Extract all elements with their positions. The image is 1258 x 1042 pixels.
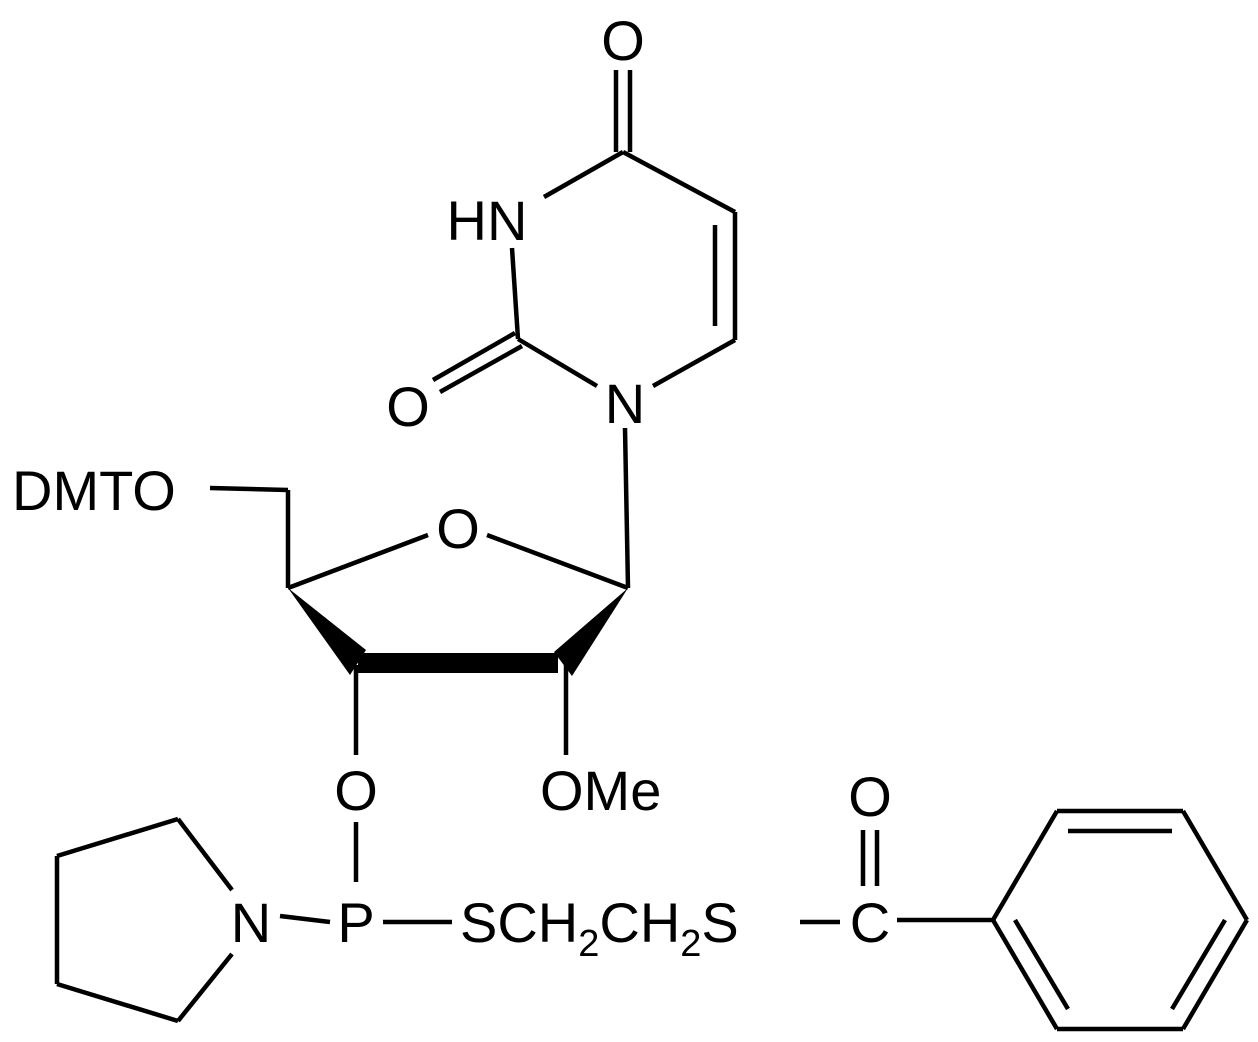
bond-c2-o-a xyxy=(431,331,517,382)
atom-ch2a: CH xyxy=(497,891,578,954)
sugar-bonds xyxy=(209,427,631,755)
bond-pyr-5 xyxy=(176,952,234,1023)
bond-ph-4 xyxy=(1181,918,1249,1031)
atom-o-top: O xyxy=(601,9,645,72)
bond-pyr-2 xyxy=(56,816,179,859)
phenyl-bonds xyxy=(991,808,1249,1032)
atom-c-thioester: C xyxy=(850,891,890,954)
bond-o4-c4prime xyxy=(287,532,429,591)
wedge-c1prime-c2prime xyxy=(554,588,628,676)
atom-ome: OMe xyxy=(540,759,661,822)
bond-c1prime-o4 xyxy=(486,532,629,591)
atom-ch2b: CH xyxy=(599,891,680,954)
subscript-ch2b: 2 xyxy=(680,923,701,965)
wedge-c4prime-c3prime xyxy=(288,588,366,675)
chain-sch2ch2s: SCH2CH2S xyxy=(460,891,739,965)
atom-o-left: O xyxy=(386,375,430,438)
bond-ph-inner-3 xyxy=(1013,918,1070,1011)
atom-s2: S xyxy=(701,891,738,954)
bond-ph-1 xyxy=(991,809,1059,922)
bond-n1-c1prime xyxy=(622,427,631,589)
bold-bond-c3prime-c2prime xyxy=(358,653,558,673)
atom-n1: N xyxy=(605,372,645,435)
bond-ph-inner-2 xyxy=(1170,918,1227,1011)
thioester-bonds xyxy=(800,830,993,925)
atom-o-thioester: O xyxy=(848,765,892,828)
bond-c6-n1 xyxy=(651,338,737,388)
atom-s1: S xyxy=(460,891,497,954)
bond-pyr-4 xyxy=(56,981,179,1024)
bond-ph-3 xyxy=(1181,809,1249,922)
atom-n-pyrrolidine: N xyxy=(231,891,271,954)
atom-o-furanose: O xyxy=(436,497,480,560)
atom-hn: HN xyxy=(447,189,528,252)
uracil-bonds xyxy=(431,70,738,394)
atom-o-3prime: O xyxy=(334,759,378,822)
bond-c5prime-o5 xyxy=(209,485,289,493)
atom-labels: O HN O N DMTO O O OMe N P SCH2CH2S C O xyxy=(12,9,892,965)
bond-c4-n3 xyxy=(542,150,625,199)
bond-c2-n1 xyxy=(516,337,599,388)
bond-c2-o-b xyxy=(438,344,524,394)
bond-c4-c5 xyxy=(621,150,737,214)
pyrrolidine-bonds xyxy=(54,816,234,1024)
bond-n-p xyxy=(279,913,331,925)
bond-ph-6 xyxy=(991,918,1059,1031)
subscript-ch2a: 2 xyxy=(578,923,599,965)
phosphorus-bonds xyxy=(279,822,452,925)
atom-p: P xyxy=(337,891,374,954)
bond-n3-c2 xyxy=(509,247,521,340)
bond-pyr-1 xyxy=(176,817,234,892)
atom-dmto: DMTO xyxy=(12,459,176,522)
